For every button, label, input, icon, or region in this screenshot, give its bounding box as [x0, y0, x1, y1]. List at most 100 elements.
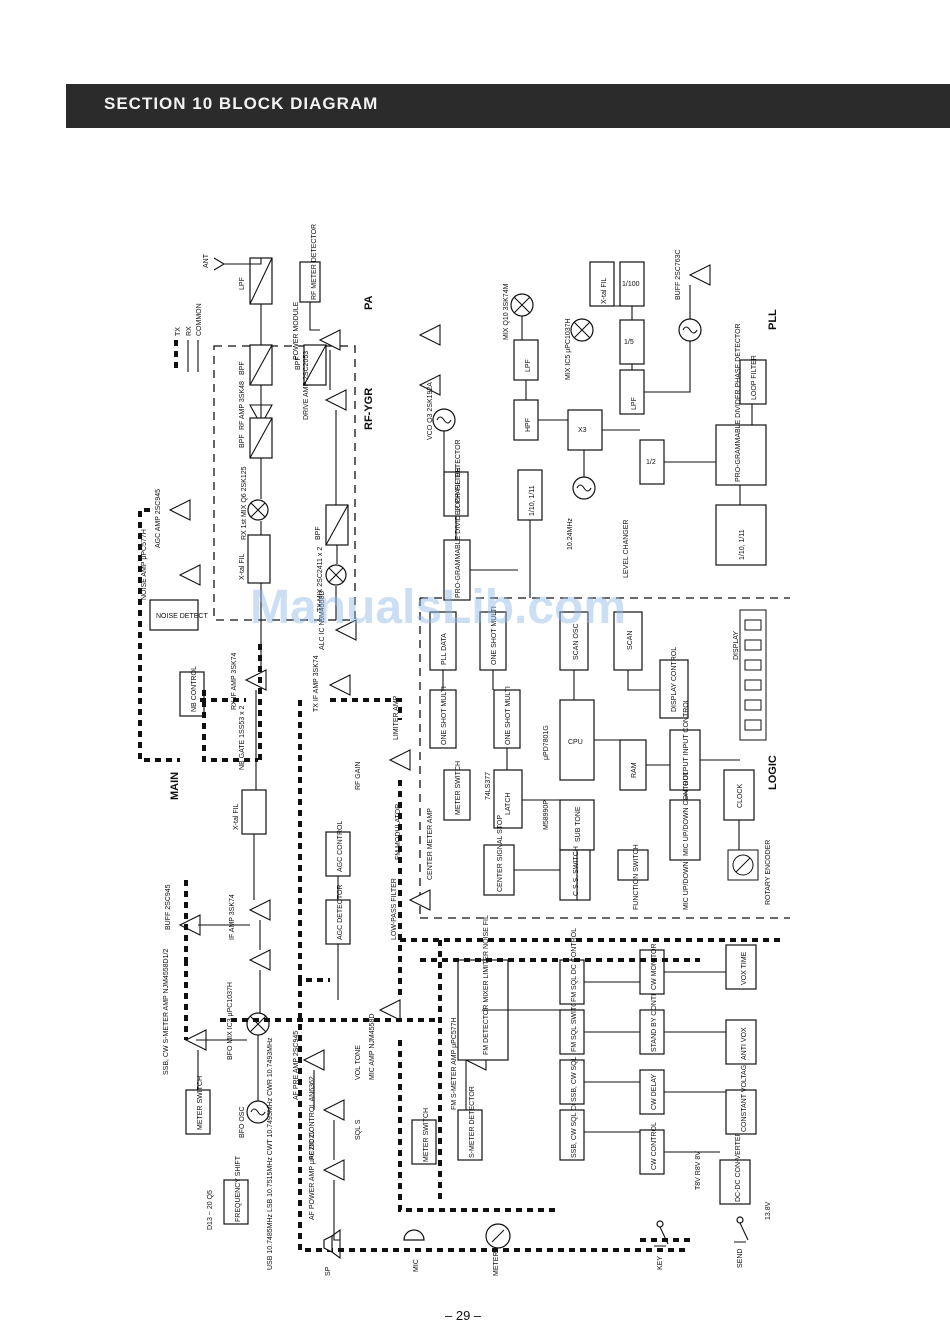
label-sql-s-af: SQL S [355, 1119, 362, 1140]
label-center-meter-amp: CENTER METER AMP [427, 808, 434, 880]
tx-if-amp [328, 674, 351, 696]
label-bfo-osc: BFO OSC [239, 1106, 246, 1138]
block-frequency-shift [223, 1179, 249, 1225]
rotary-encoder-icon [727, 849, 759, 881]
low-pass-filter [408, 889, 431, 911]
block-css-switch [559, 849, 591, 901]
label-limiter-amp: LIMITER AMP [393, 695, 400, 740]
label-prescaler-1: 1/10, 1/11 [529, 485, 536, 516]
label-function-switch: FUNCTION SWITCH [633, 844, 640, 910]
block-constant-voltage-supply [725, 1089, 757, 1135]
label-fm-detector: FM DETECTOR MIXER LIMITER NOISE FIL [483, 915, 490, 1055]
block-fm-sql-switch [559, 1009, 585, 1055]
label-fm-sql-switch: FM SQL SWITCH [571, 997, 578, 1052]
label-nb-control: NB CONTROL [191, 666, 198, 712]
section-title: SECTION 10 BLOCK DIAGRAM [104, 94, 379, 113]
label-rx-1st-mix: RX 1st MIX Q6 2SK125 [241, 466, 248, 540]
block-cw-monitor [639, 949, 665, 995]
block-clock [723, 769, 755, 821]
label-xtal-fil-main: X-tal FIL [233, 803, 240, 830]
buff-q10 [178, 914, 201, 936]
label-mic-amp: MIC AMP NJM4558D [369, 1014, 376, 1080]
label-multiplier: X3 [578, 427, 587, 434]
block-agc-control [325, 831, 351, 877]
section-label-rf-ygr: RF-YGR [363, 388, 375, 430]
buff-pll-1 [418, 324, 441, 346]
block-div-1-100 [619, 261, 645, 307]
ant-label: ANT [203, 253, 210, 268]
label-standby-control: STAND BY CONTROL [651, 981, 658, 1052]
antenna-icon: ANT [203, 253, 240, 271]
block-standby-control [639, 1009, 665, 1055]
block-cw-delay [639, 1069, 665, 1115]
block-function-switch [617, 849, 649, 881]
block-pll-data [429, 611, 457, 671]
block-ssb-cw-sql-control [559, 1109, 585, 1161]
block-divider-1-2 [639, 439, 665, 485]
label-tx-if-amp: TX IF AMP 3SK74 [313, 655, 320, 712]
label-bpf-1: BPF [239, 361, 246, 375]
label-noise-amp: NOISE AMP μPC577H [141, 529, 148, 600]
label-programmable-divider-1: PRO-GRAMMABLE DIVIDER PHASE DETECTOR [455, 439, 462, 598]
label-meter-switch-fm: METER SWITCH [423, 1108, 430, 1162]
block-meter-switch-logic [443, 769, 471, 821]
block-prescaler-1 [517, 469, 543, 521]
label-scan: SCAN [627, 631, 634, 650]
label-agc-control: AGC CONTROL [337, 821, 344, 872]
af-power-amp [322, 1159, 345, 1181]
label-xtal-fil-rx: X-tal FIL [239, 553, 246, 580]
label-programmable-divider-2: PRO-GRAMMABLE DIVIDER PHASE DETECTOR [735, 323, 742, 482]
label-buff-q10: BUFF 2SC945 [165, 884, 172, 930]
block-nb-control [179, 671, 205, 717]
label-display-control: DISPLAY CONTROL [671, 647, 678, 712]
label-frequency-shift: FREQUENCY SHIFT [235, 1155, 242, 1222]
label-freq-shift-values: USB 10.7485MHz LSB 10.7515MHz CWT 10.749… [267, 1037, 274, 1270]
label-ram: RAM [631, 762, 638, 778]
block-one-shot-multi-2 [429, 689, 457, 749]
key-icon [654, 1220, 669, 1247]
header-bar [66, 84, 950, 128]
label-sub-tone: SUB TONE [575, 806, 582, 842]
section-label-pll: PLL [767, 309, 779, 330]
label-one-shot-multi-3: ONE SHOT MULTI [505, 686, 512, 745]
label-mic: MIC [413, 1259, 420, 1272]
label-if-amp: IF AMP 3SK74 [229, 894, 236, 940]
label-rf-meter-detector: RF METER DETECTOR [311, 224, 318, 300]
label-rotary-encoder: ROTARY ENCODER [765, 840, 772, 905]
label-cw-control: CW CONTROL [651, 1122, 658, 1170]
label-fm-s-meter-amp: FM S-METER AMP μPC577H [451, 1017, 458, 1110]
section-label-logic: LOGIC [767, 755, 779, 790]
label-noise-detect: NOISE DETECT [156, 613, 208, 620]
label-divider-1-2: 1/2 [646, 459, 656, 466]
label-ic-m58990p: M58990P [543, 800, 550, 830]
alc-amp [334, 619, 357, 641]
label-cw-delay: CW DELAY [651, 1074, 658, 1110]
label-prescaler-2: 1/10, 1/11 [739, 529, 746, 560]
block-s-meter-detector [457, 1109, 483, 1161]
block-center-signal-stop [483, 844, 515, 896]
buff-pll-ref [688, 264, 711, 286]
label-constant-voltage-supply: CONSTANT VOLTAGE SUPPLY [741, 1031, 748, 1132]
label-lpf-pa: LPF [239, 277, 246, 290]
label-loop-filter-1: LOOP FILTER [455, 467, 462, 512]
block-mic-updown-control [669, 799, 701, 861]
label-output-input-control: OUTPUT INPUT CONTROL [683, 698, 690, 786]
label-d13-20: D13 ~ 20 Q5 [207, 1190, 214, 1230]
label-mix-q10: MIX Q10 3SK74M [503, 283, 510, 340]
label-fm-sql-dc-control: FM SQL DC CONTROL [571, 928, 578, 1002]
legend-tx: TX [175, 327, 182, 336]
label-clock: CLOCK [737, 784, 744, 808]
label-ssb-cw-sql-switch: SSB, CW SQL SWITCH [571, 1027, 578, 1102]
display-panel [739, 609, 767, 741]
label-vox-time: VOX TIME [741, 951, 748, 985]
label-vol-tone: VOL TONE [355, 1045, 362, 1080]
label-agc-amp: AGC AMP 2SC945 [155, 489, 162, 548]
if-amp [248, 899, 271, 921]
label-div-1-5: 1/5 [624, 339, 634, 346]
power-module-amp [318, 329, 341, 351]
af-pre-amp [302, 1049, 325, 1071]
block-ram [619, 739, 647, 791]
label-send: SEND [737, 1249, 744, 1268]
label-level-changer: LEVEL CHANGER [623, 520, 630, 578]
block-scan [613, 611, 643, 671]
